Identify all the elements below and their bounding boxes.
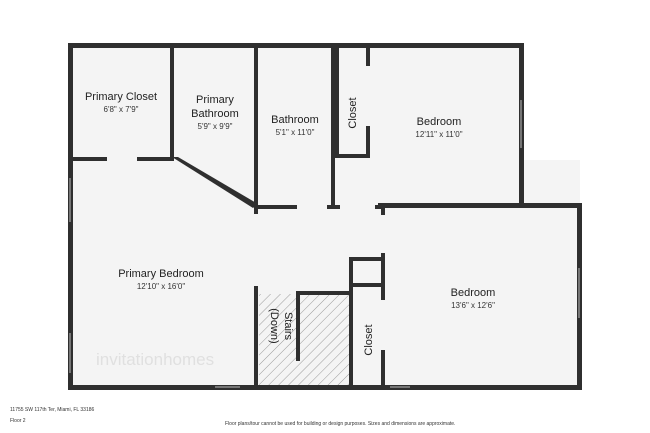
bathroom-name: Bathroom <box>271 114 319 126</box>
wall-closet-notch <box>353 257 385 261</box>
door-gap-bathroom <box>297 205 327 209</box>
door-gap-bedroom-top <box>340 205 375 209</box>
closet-top-name: Closet <box>347 97 359 128</box>
wall-bath-divider <box>254 43 258 208</box>
watermark-text: invitationhomes <box>96 350 215 369</box>
wall-closet-top-bottom <box>335 154 370 158</box>
wall-diagonal <box>172 157 258 208</box>
bedroom-top-name: Bedroom <box>417 116 462 128</box>
outer-wall-bottom <box>68 385 582 390</box>
bathroom-dims: 5'1" x 11'0" <box>276 128 315 137</box>
bedroom-right-name: Bedroom <box>451 287 496 299</box>
primary-bathroom-name-1: Primary <box>196 94 234 106</box>
outer-wall-top <box>68 43 524 48</box>
primary-bedroom-dims: 12'10" x 16'0" <box>137 282 185 291</box>
watermark-logo: invitationhomes <box>96 350 214 370</box>
wall-closet-bath <box>170 43 174 160</box>
wall-closet-bottom-top <box>349 283 385 287</box>
wall-bathroom-right <box>331 43 335 208</box>
wall-bedroom-right-left <box>381 205 385 388</box>
address-line: 11755 SW 117th Ter, Miami, FL 33186 <box>10 407 95 413</box>
door-gap-closet <box>107 157 137 161</box>
door-gap-bedroom-right <box>381 215 385 253</box>
closet-bottom-name: Closet <box>363 324 375 355</box>
stairs-hatch <box>259 294 350 385</box>
wall-stairs-top <box>298 291 350 295</box>
primary-closet-name: Primary Closet <box>85 91 157 103</box>
stairs-name-2: (Down) <box>268 308 280 343</box>
door-gap-primary-bedroom <box>254 214 258 286</box>
bedroom-right-dims: 13'6" x 12'6" <box>451 301 495 310</box>
stairs-name-1: Stairs <box>282 312 294 341</box>
wall-closet-top-left <box>335 43 339 158</box>
wall-stairs-divider <box>296 291 300 361</box>
door-gap-closet-top <box>366 66 370 126</box>
door-gap-closet-bottom <box>381 300 385 350</box>
wall-step-right <box>378 203 582 208</box>
disclaimer: Floor plans/tour cannot be used for buil… <box>225 421 456 427</box>
primary-bathroom-name-2: Bathroom <box>191 108 239 120</box>
primary-bathroom-dims: 5'9" x 9'9" <box>198 122 233 131</box>
wall-primary-bedroom-right <box>254 208 258 388</box>
bedroom-top-dims: 12'11" x 11'0" <box>415 130 462 139</box>
primary-closet-dims: 6'8" x 7'9" <box>104 105 139 114</box>
wall-closet-bottom-left <box>349 257 353 388</box>
floor-label: Floor 2 <box>10 418 26 424</box>
primary-bedroom-name: Primary Bedroom <box>118 268 204 280</box>
